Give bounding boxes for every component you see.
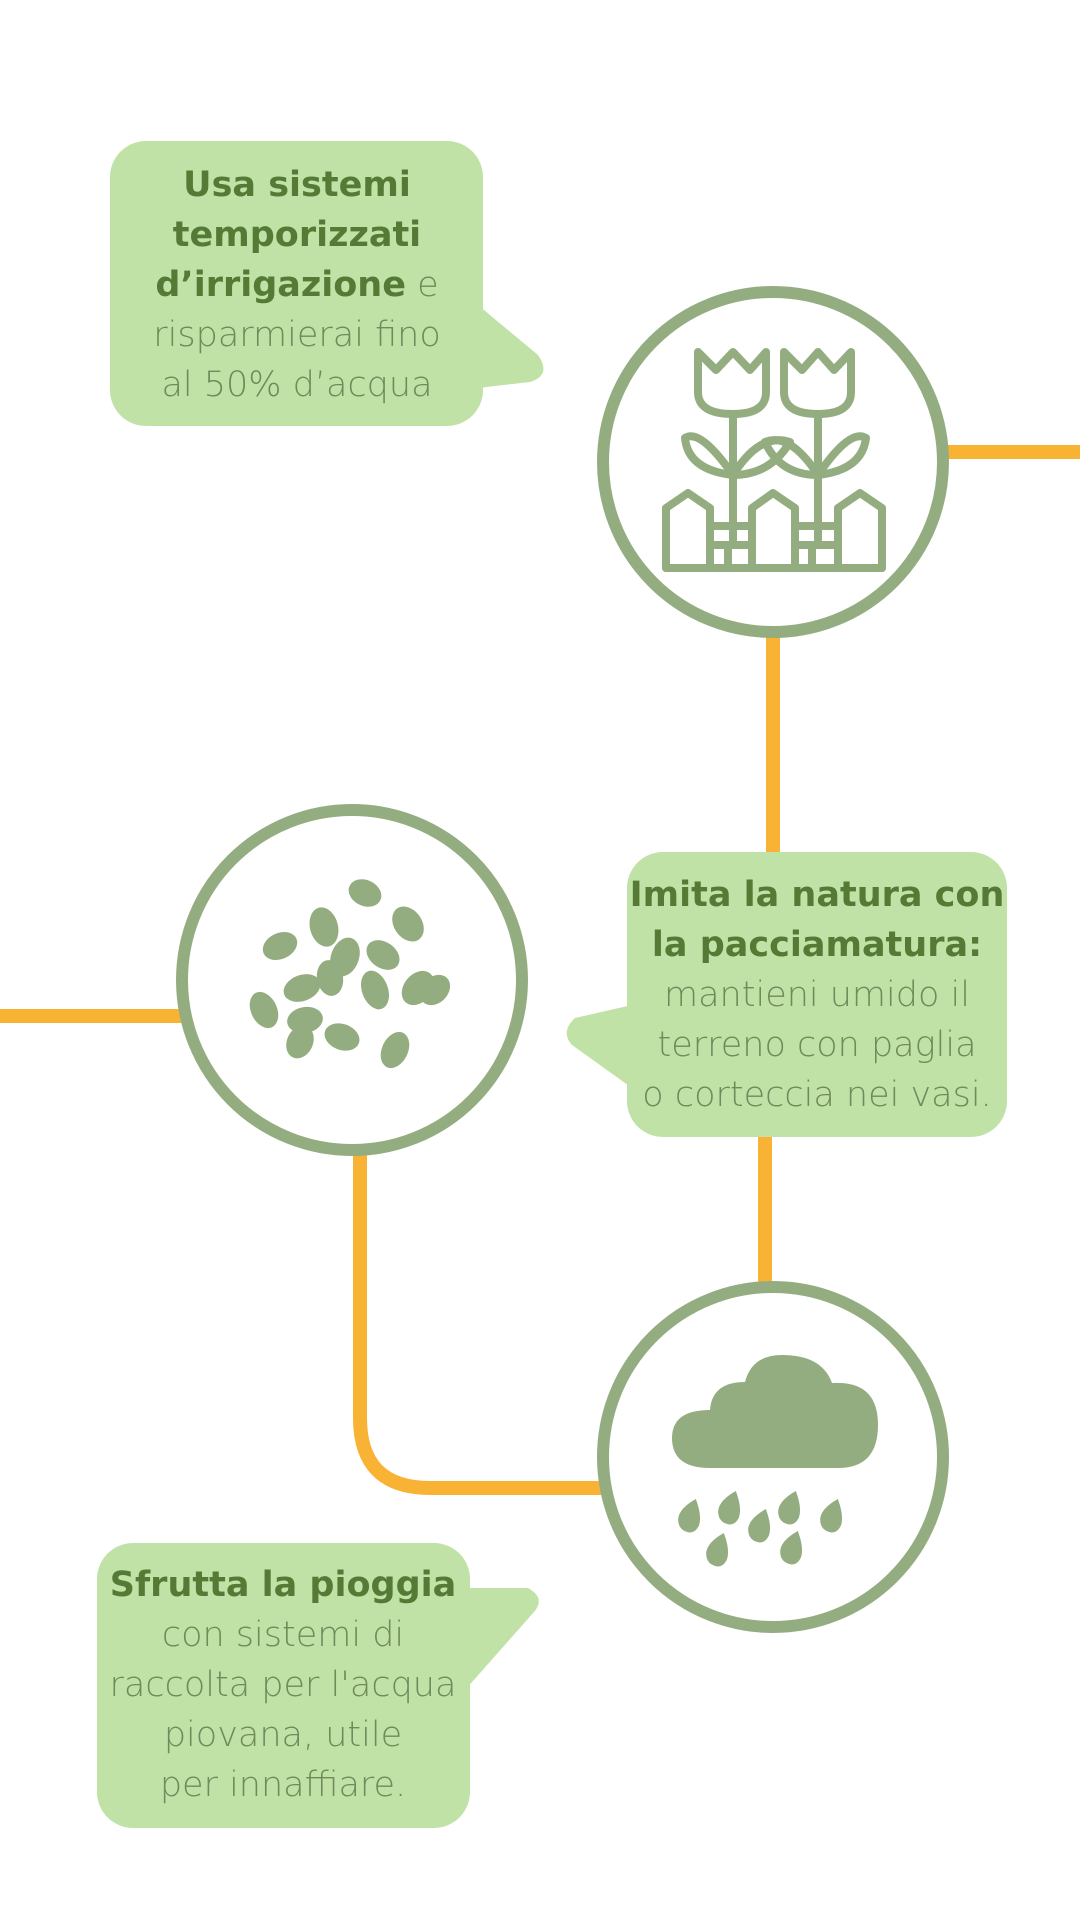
tip-text-mulching: Imita la natura con la pacciamatura: man… [628, 870, 1006, 1120]
tip2-strong-line-1: Imita la natura con [629, 875, 1005, 915]
tip2-light-line-1: mantieni umido il [664, 975, 970, 1015]
tip3-light-line-3: piovana, utile [163, 1715, 403, 1755]
tip1-strong-line-1: Usa sistemi [183, 165, 411, 205]
tip1-light-line-2: al 50% d’acqua [161, 365, 433, 405]
tip-text-irrigation: Usa sistemi temporizzati d’irrigazione e… [112, 160, 482, 410]
tip2-light-line-2: terreno con paglia [657, 1025, 977, 1065]
tip2-light-line-3: o corteccia nei vasi. [642, 1075, 992, 1115]
rain-drops [678, 1491, 843, 1567]
tip1-inline-suffix: e [405, 265, 439, 305]
tip-text-rain: Sfrutta la pioggia con sistemi di raccol… [98, 1560, 468, 1810]
tip1-light-line-1: risparmierai fino [153, 315, 441, 355]
tip1-strong-line-3: d’irrigazione [155, 265, 406, 305]
seeds-icon [249, 879, 451, 1069]
tip-bubble-3 [97, 1543, 539, 1828]
tip3-strong-line-1: Sfrutta la pioggia [109, 1565, 457, 1605]
tip1-line-3: d’irrigazione e [112, 260, 482, 310]
connector-seeds-to-rain [353, 1150, 605, 1495]
tip3-light-line-4: per innaffiare. [159, 1765, 407, 1805]
garden-flowers-icon [662, 348, 886, 572]
tip-bubble-2 [566, 852, 1007, 1137]
tip-bubble-1 [110, 141, 544, 426]
circle-seeds [176, 804, 528, 1156]
tip3-light-line-1: con sistemi di [161, 1615, 405, 1655]
rain-cloud-icon [672, 1355, 878, 1567]
tip1-strong-line-2: temporizzati [172, 215, 422, 255]
tip2-strong-line-2: la pacciamatura: [651, 925, 983, 965]
connector-lines [0, 445, 1080, 1495]
tip3-light-line-2: raccolta per l'acqua [109, 1665, 457, 1705]
